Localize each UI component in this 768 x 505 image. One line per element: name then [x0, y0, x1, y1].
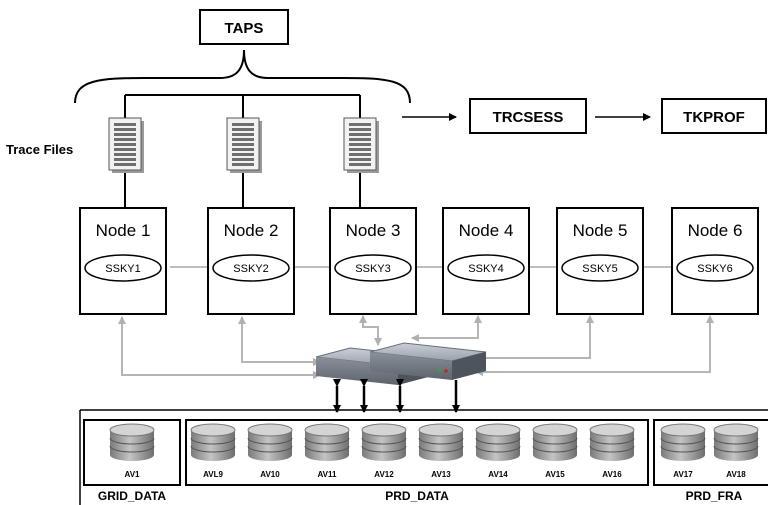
- instance-ellipse: [561, 254, 639, 282]
- trace-file-icon: [226, 117, 262, 173]
- disk-label: AV18: [726, 470, 746, 479]
- disk-icon: AV15: [532, 423, 578, 479]
- disk-group-label: GRID_DATA: [98, 489, 167, 503]
- node-5: Node 5 SSKY5: [556, 207, 644, 315]
- instance-label: SSKY1: [105, 263, 140, 275]
- grouping-brace: [74, 49, 411, 104]
- disk-icon: AV12: [361, 423, 407, 479]
- disk-icon: AVL9: [190, 423, 236, 479]
- disk-group-label: PRD_DATA: [385, 489, 449, 503]
- node-4: Node 4 SSKY4: [442, 207, 530, 315]
- taps-label: TAPS: [225, 20, 264, 37]
- instance-ellipse: [447, 254, 525, 282]
- disk-group-label: PRD_FRA: [686, 489, 743, 503]
- instance-label: SSKY4: [468, 263, 503, 275]
- node-2: Node 2 SSKY2: [207, 207, 295, 315]
- storage-array: [79, 409, 768, 505]
- node-1: Node 1 SSKY1: [79, 207, 167, 315]
- trcsess-box: TRCSESS: [469, 98, 587, 134]
- disk-icon: AV18: [713, 423, 759, 479]
- node-label: Node 3: [346, 221, 401, 240]
- disk-label: AV15: [545, 470, 565, 479]
- instance-label: SSKY2: [233, 263, 268, 275]
- node-label: Node 4: [459, 221, 514, 240]
- instance-ellipse: [676, 254, 754, 282]
- disk-icon: AV16: [589, 423, 635, 479]
- taps-box: TAPS: [199, 9, 289, 45]
- trace-connector: [124, 94, 361, 208]
- trace-file-icon: [108, 117, 144, 173]
- san-connections: [118, 315, 714, 379]
- disk-icon: AV13: [418, 423, 464, 479]
- disk-label: AV11: [318, 470, 338, 479]
- instance-ellipse: [212, 254, 290, 282]
- instance-label: SSKY6: [697, 263, 732, 275]
- disk-label: AV10: [260, 470, 280, 479]
- disk-icon: AV11: [304, 423, 350, 479]
- node-label: Node 2: [224, 221, 279, 240]
- san-switch-2: [369, 342, 487, 380]
- trace-file-icon: [343, 117, 379, 173]
- cluster-nodes: Node 1 SSKY1 Node 2 SSKY2 Node 3 SSKY3 Node 4 S…: [79, 207, 759, 315]
- disk-label: AVL9: [203, 470, 223, 479]
- node-label: Node 1: [96, 221, 151, 240]
- disk-icon: AV10: [247, 423, 293, 479]
- disk-icon: AV1: [109, 423, 155, 479]
- node-3: Node 3 SSKY3: [329, 207, 417, 315]
- instance-ellipse: [84, 254, 162, 282]
- disk-label: AV14: [488, 470, 508, 479]
- trcsess-label: TRCSESS: [493, 109, 564, 126]
- storage-links: [333, 379, 460, 413]
- tkprof-label: TKPROF: [683, 109, 745, 126]
- trace-file-documents: [108, 117, 379, 173]
- disk-label: AV1: [125, 470, 141, 479]
- disk-label: AV17: [673, 470, 693, 479]
- disk-icon: AV14: [475, 423, 521, 479]
- instance-label: SSKY3: [355, 263, 390, 275]
- instance-label: SSKY5: [582, 263, 617, 275]
- node-label: Node 6: [688, 221, 743, 240]
- node-label: Node 5: [573, 221, 628, 240]
- disk-label: AV12: [374, 470, 394, 479]
- tkprof-box: TKPROF: [661, 98, 767, 134]
- trace-files-label: Trace Files: [6, 142, 73, 157]
- instance-ellipse: [334, 254, 412, 282]
- node-6: Node 6 SSKY6: [671, 207, 759, 315]
- disk-icon: AV17: [660, 423, 706, 479]
- disk-label: AV16: [602, 470, 622, 479]
- disk-label: AV13: [431, 470, 451, 479]
